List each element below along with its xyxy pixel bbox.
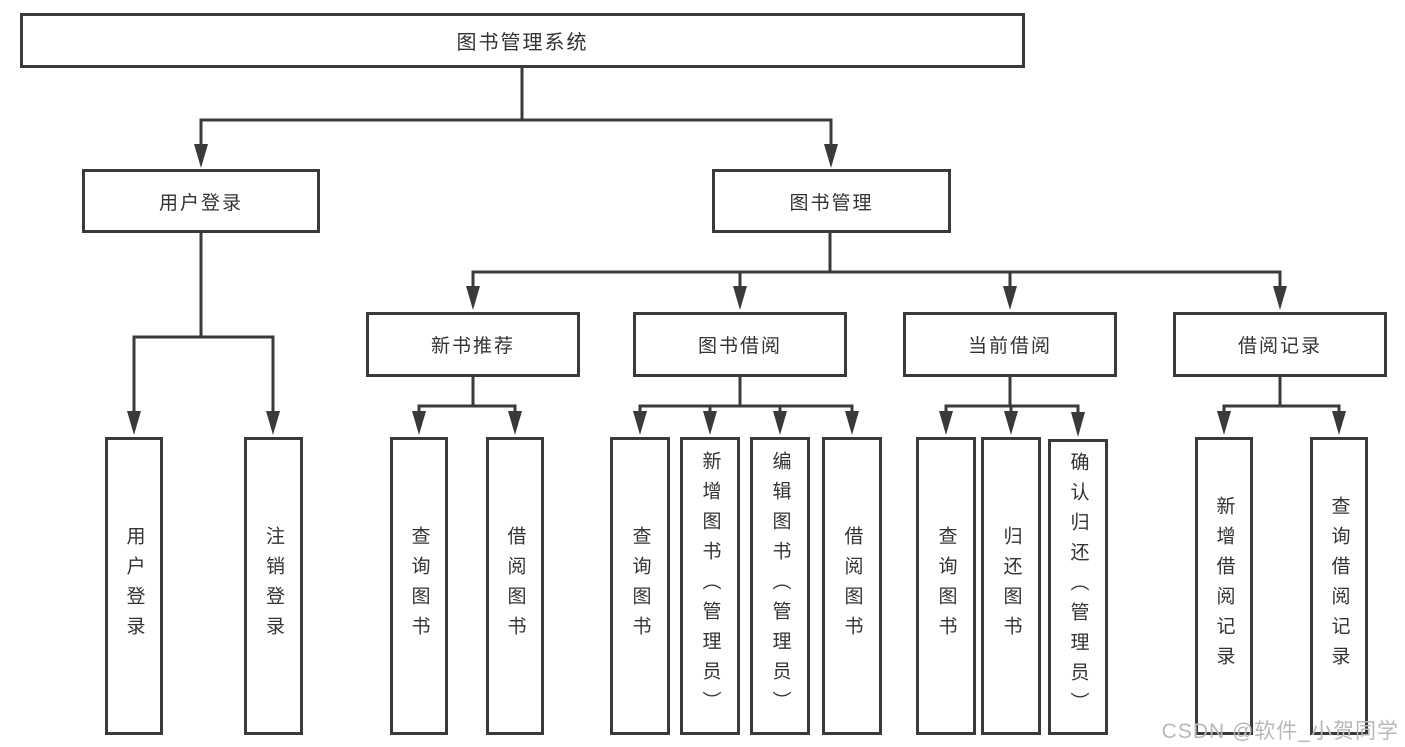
node-user-login: 用户登录 <box>82 169 320 233</box>
node-label: 借阅记录 <box>1237 336 1322 357</box>
leaf-logout: 注销登录 <box>244 437 303 735</box>
node-label: 图书管理系统 <box>456 32 589 54</box>
leaf-return-book: 归还图书 <box>981 437 1041 735</box>
leaf-label: 借阅图书 <box>504 526 526 646</box>
leaf-add-book-admin: 新增图书（管理员） <box>680 437 740 735</box>
leaf-query-books-borrowing: 查询图书 <box>610 437 670 735</box>
leaf-user-login: 用户登录 <box>105 437 163 735</box>
leaf-label: 查询图书 <box>935 526 957 646</box>
leaf-label: 查询图书 <box>408 526 430 646</box>
node-label: 当前借阅 <box>967 336 1052 357</box>
leaf-confirm-return-admin: 确认归还（管理员） <box>1048 439 1108 735</box>
node-new-book-recommend: 新书推荐 <box>366 312 580 377</box>
leaf-query-borrow-record: 查询借阅记录 <box>1310 437 1368 735</box>
leaf-query-books-recommend: 查询图书 <box>390 437 448 735</box>
node-current-borrowing: 当前借阅 <box>903 312 1117 377</box>
leaf-label: 用户登录 <box>123 526 145 646</box>
leaf-label: 查询图书 <box>629 526 651 646</box>
leaf-label: 归还图书 <box>1000 526 1022 646</box>
leaf-add-borrow-record: 新增借阅记录 <box>1195 437 1253 735</box>
leaf-borrow-books-recommend: 借阅图书 <box>486 437 544 735</box>
node-label: 新书推荐 <box>430 336 515 357</box>
watermark: CSDN @软件_小贺同学 <box>1161 720 1399 743</box>
node-book-borrowing: 图书借阅 <box>633 312 847 377</box>
node-borrowing-records: 借阅记录 <box>1173 312 1387 377</box>
leaf-label: 新增图书（管理员） <box>699 451 721 721</box>
leaf-label: 借阅图书 <box>841 526 863 646</box>
leaf-borrow-books-borrowing: 借阅图书 <box>822 437 882 735</box>
node-label: 用户登录 <box>158 192 243 214</box>
leaf-label: 注销登录 <box>263 526 284 646</box>
node-library-management-system: 图书管理系统 <box>20 13 1025 68</box>
leaf-query-books-current: 查询图书 <box>916 437 976 735</box>
leaf-label: 编辑图书（管理员） <box>769 451 791 721</box>
leaf-label: 新增借阅记录 <box>1213 496 1235 676</box>
node-label: 图书管理 <box>789 192 874 214</box>
node-book-management: 图书管理 <box>712 169 951 233</box>
node-label: 图书借阅 <box>697 336 782 357</box>
leaf-label: 确认归还（管理员） <box>1067 452 1089 722</box>
leaf-label: 查询借阅记录 <box>1328 496 1350 676</box>
leaf-edit-book-admin: 编辑图书（管理员） <box>750 437 810 735</box>
